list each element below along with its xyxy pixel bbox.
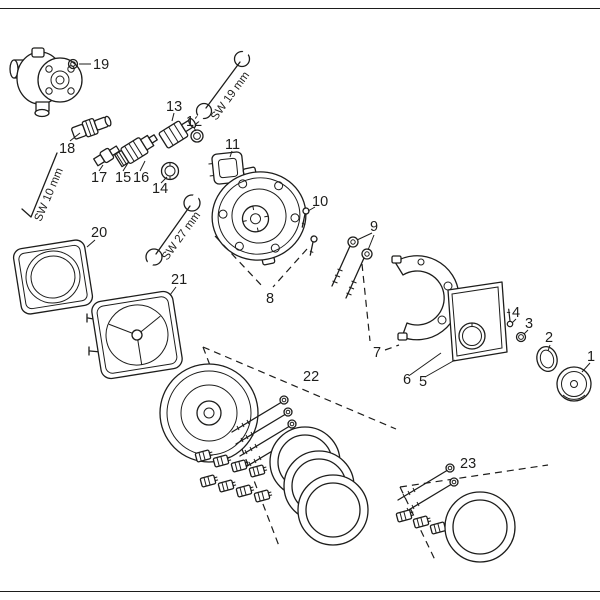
leader-2: [547, 344, 551, 352]
leader-1: [581, 362, 591, 373]
part-17-screw: [93, 145, 121, 167]
leader-18: [69, 132, 81, 142]
part-label-8: 8: [266, 291, 274, 307]
hex-key-tool: [21, 152, 58, 218]
part-label-7: 7: [373, 345, 381, 361]
part-label-21: 21: [171, 272, 187, 288]
dash-8-right: [272, 248, 308, 288]
part-label-14: 14: [152, 181, 168, 197]
part-label-4: 4: [512, 305, 520, 321]
part-label-2: 2: [545, 330, 553, 346]
part-9-screws: [331, 236, 373, 299]
part-23-clips: [395, 508, 450, 535]
leader-14: [160, 176, 168, 184]
leader-3: [523, 329, 529, 335]
group-23: 23: [395, 456, 549, 563]
leader-13: [171, 112, 175, 122]
part-11-adapter: [208, 151, 245, 185]
leader-4: [511, 318, 517, 324]
leader-10: [307, 206, 316, 212]
leader-20: [86, 239, 96, 248]
part-14-nut: [160, 161, 180, 181]
leader-12: [193, 127, 197, 132]
part-15-16-cartridge: [113, 134, 158, 168]
group-22: 22: [159, 346, 397, 547]
part-valve-body: [9, 47, 83, 118]
leader-15: [122, 162, 129, 172]
part-label-17: 17: [91, 170, 107, 186]
part-18-adapter: [71, 115, 112, 140]
part-label-10: 10: [312, 194, 328, 210]
leader-9a: [356, 232, 373, 241]
dash-22-top: [202, 346, 397, 430]
part-22-round-plate: [159, 363, 259, 463]
part-21-escutcheon: [86, 290, 183, 380]
part-label-1: 1: [587, 349, 595, 365]
leader-11: [229, 150, 233, 158]
part-13-cartridge: [158, 117, 197, 149]
part-22-rings: [269, 426, 369, 546]
part-label-23: 23: [460, 456, 476, 472]
part-label-13: 13: [166, 99, 182, 115]
leader-9b: [367, 234, 375, 251]
part-label-18: 18: [59, 141, 75, 157]
leader-17: [98, 164, 104, 172]
part-2-ring: [536, 345, 558, 373]
dash-7b: [384, 344, 400, 351]
part-3-ring: [515, 331, 527, 343]
part-label-11: 11: [225, 137, 240, 153]
part-label-3: 3: [525, 316, 533, 332]
part-5-6-plate: [447, 281, 508, 362]
leader-5: [424, 359, 456, 378]
leader-6: [409, 352, 442, 376]
part-20-escutcheon: [12, 239, 94, 315]
part-label-19: 19: [93, 57, 109, 73]
part-8-mounting-plate: [211, 166, 307, 266]
part-19-o-ring: [67, 58, 79, 70]
part-label-16: 16: [133, 170, 149, 186]
part-1-knob: [556, 366, 592, 402]
part-label-5: 5: [419, 374, 427, 390]
leader-16: [139, 160, 146, 172]
tool-label-sw10: SW 10 mm: [33, 166, 66, 223]
leader-21: [169, 286, 177, 296]
part-12-o-ring: [190, 129, 204, 143]
part-label-6: 6: [403, 372, 411, 388]
part-label-22: 22: [303, 369, 319, 385]
wrench-sw27-tool: [145, 191, 201, 269]
part-23-screws: [397, 463, 459, 515]
part-label-20: 20: [91, 225, 107, 241]
wrench-sw19-tool: [195, 47, 251, 123]
part-label-15: 15: [115, 170, 131, 186]
dash-7: [361, 263, 371, 342]
part-label-9: 9: [370, 219, 378, 235]
part-23-ring: [444, 491, 516, 563]
